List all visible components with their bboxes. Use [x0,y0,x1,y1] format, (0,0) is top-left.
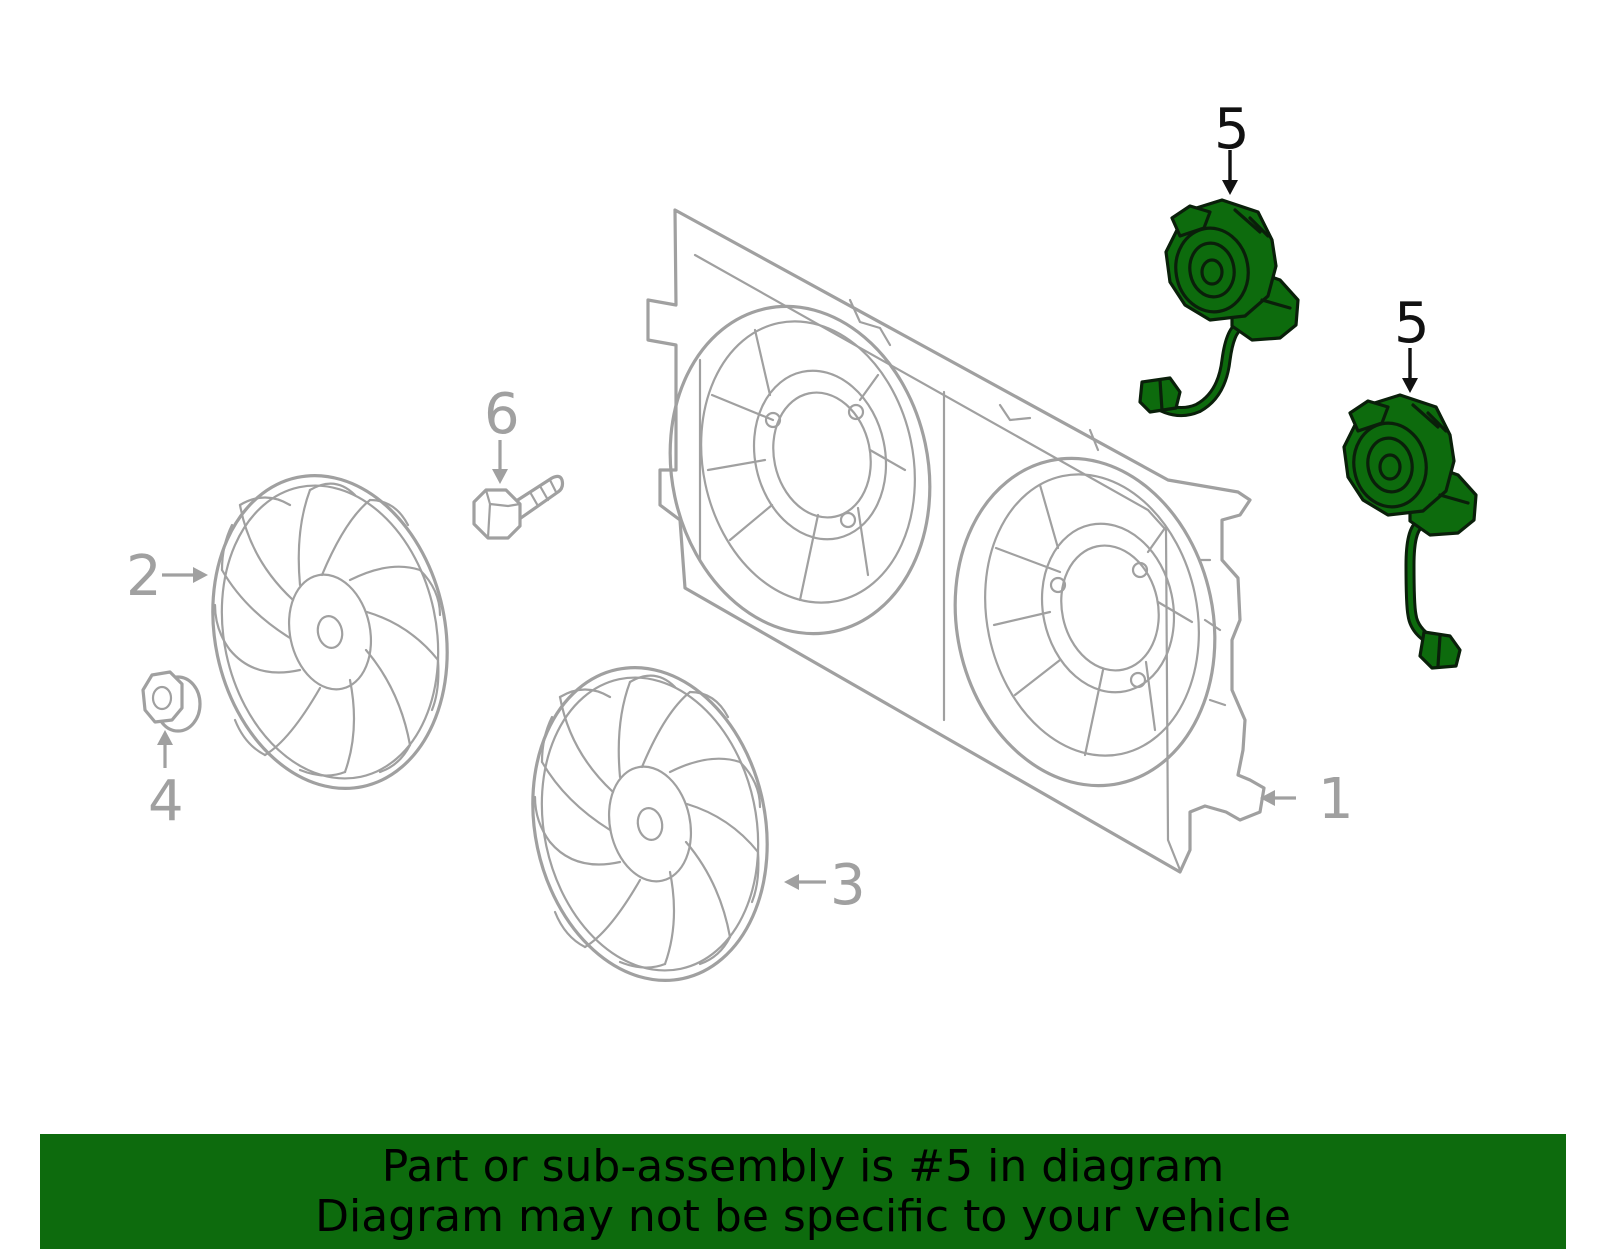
footer-line-disclaimer: Diagram may not be specific to your vehi… [315,1190,1291,1242]
callout-number-6: 6 [484,382,520,447]
footer-line-part-note: Part or sub-assembly is #5 in diagram [381,1140,1225,1192]
callout-arrow-6 [492,440,508,484]
fan-blade-part-2 [211,474,449,790]
fan-motor-part-5-upper [1138,198,1300,418]
callout-arrow-4 [157,730,173,768]
fan-motor-part-5-lower [1342,393,1478,670]
callout-number-5-lower: 5 [1394,291,1430,356]
callout-number-1: 1 [1318,767,1354,832]
callout-number-3: 3 [830,853,866,918]
callout-arrow-5-lower [1402,348,1418,393]
footer-banner: Part or sub-assembly is #5 in diagram Di… [40,1134,1566,1249]
callout-arrow-2 [162,567,208,583]
fan-blade-part-3 [531,666,769,982]
fan-shroud-part-1 [646,208,1266,874]
callout-number-2: 2 [126,544,162,609]
callout-number-4: 4 [148,769,184,834]
callout-number-5-upper: 5 [1214,97,1250,162]
callout-arrow-3 [784,874,826,890]
callout-arrow-5-upper [1222,150,1238,195]
nut-part-4 [141,670,202,733]
bolt-part-6 [472,474,565,540]
callout-arrow-1 [1260,790,1296,806]
